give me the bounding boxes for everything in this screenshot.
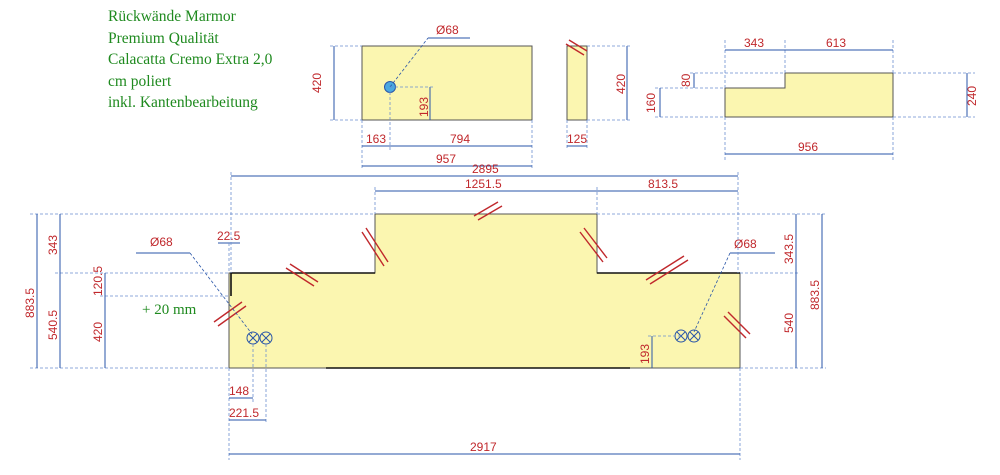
right-hole-2-cross bbox=[689, 331, 699, 341]
right-hole-2 bbox=[687, 329, 701, 343]
left-hole-1-cross bbox=[248, 333, 258, 343]
part-2-hatch-1 bbox=[565, 43, 585, 56]
title-line-1: Rückwände Marmor bbox=[108, 8, 236, 25]
top-mid-label: 1251.5 bbox=[465, 177, 502, 191]
part-1-height-label: 420 bbox=[310, 73, 324, 93]
right-193-label: 193 bbox=[638, 344, 652, 364]
hatch bbox=[723, 315, 747, 339]
part-3-total-label: 956 bbox=[798, 140, 818, 154]
offset-label: 22.5 bbox=[217, 229, 241, 243]
top-total-label: 2895 bbox=[472, 162, 499, 176]
left-hole-2-cross bbox=[261, 333, 271, 343]
right-hole-leader bbox=[693, 252, 731, 333]
title-line-2: Premium Qualität bbox=[108, 29, 219, 47]
hatch bbox=[365, 227, 389, 263]
hatch bbox=[583, 227, 608, 259]
hatch bbox=[649, 259, 689, 285]
hatch bbox=[285, 267, 315, 287]
part-3-w1-label: 343 bbox=[744, 36, 764, 50]
title-line-4: cm poliert bbox=[108, 72, 172, 90]
left-420-label: 420 bbox=[91, 322, 105, 342]
left-top-label: 343 bbox=[46, 235, 60, 255]
bottom-148-label: 148 bbox=[229, 384, 249, 398]
title-block: Rückwände Marmor Premium Qualität Calaca… bbox=[108, 6, 348, 114]
part-3-hright-label: 240 bbox=[965, 86, 979, 106]
hatch bbox=[213, 301, 243, 323]
part-2: 420 125 bbox=[565, 39, 631, 150]
part-1-left-label: 163 bbox=[366, 132, 386, 146]
left-total-label: 883.5 bbox=[23, 288, 37, 318]
hatch bbox=[217, 305, 247, 327]
part-2-plate bbox=[566, 45, 588, 121]
part-1-total-label: 957 bbox=[436, 152, 456, 166]
part-1-right-label: 794 bbox=[450, 132, 470, 146]
part-1-hole-h-label: 193 bbox=[417, 97, 431, 117]
hatch bbox=[477, 205, 503, 221]
main-part: Ø68 Ø68 22.5 + 20 mm 2895 1251.5 813.5 8… bbox=[23, 162, 826, 460]
left-hole-label: Ø68 bbox=[150, 235, 173, 249]
part-1: Ø68 420 193 163 794 957 bbox=[310, 23, 533, 170]
left-step-label: 120.5 bbox=[91, 266, 105, 296]
title-line-3: Calacatta Cremo Extra 2,0 bbox=[108, 51, 273, 69]
part-3-plate bbox=[724, 72, 894, 118]
part-2-width-label: 125 bbox=[567, 132, 587, 146]
bottom-2215-label: 221.5 bbox=[229, 406, 259, 420]
right-top-label: 343.5 bbox=[782, 234, 796, 264]
part-3-step-label: 80 bbox=[679, 73, 693, 87]
hatch bbox=[727, 311, 751, 335]
bottom-total-label: 2917 bbox=[470, 440, 497, 454]
part-2-height-label: 420 bbox=[614, 74, 628, 94]
left-hole-leader bbox=[189, 252, 253, 335]
main-plate bbox=[228, 213, 741, 369]
main-hatches bbox=[213, 201, 751, 339]
title-line-5: inkl. Kantenbearbeitung bbox=[108, 94, 258, 112]
part-3: 343 613 80 160 240 956 bbox=[644, 36, 979, 160]
right-hole-label: Ø68 bbox=[734, 237, 757, 251]
hatch bbox=[579, 231, 604, 263]
part-3-w2-label: 613 bbox=[826, 36, 846, 50]
part-2-hatch-2 bbox=[568, 39, 588, 52]
hatch bbox=[361, 231, 385, 267]
left-low-label: 540.5 bbox=[46, 310, 60, 340]
hatch bbox=[645, 255, 685, 281]
right-total-label: 883.5 bbox=[808, 280, 822, 310]
extra-note: + 20 mm bbox=[142, 302, 197, 318]
hatch bbox=[289, 263, 319, 283]
part-3-hleft-label: 160 bbox=[644, 93, 658, 113]
top-right-label: 813.5 bbox=[648, 177, 678, 191]
hatch bbox=[473, 201, 499, 217]
right-540-label: 540 bbox=[782, 313, 796, 333]
part-1-hole-label: Ø68 bbox=[436, 23, 459, 37]
part-1-hole-leader bbox=[389, 37, 429, 88]
